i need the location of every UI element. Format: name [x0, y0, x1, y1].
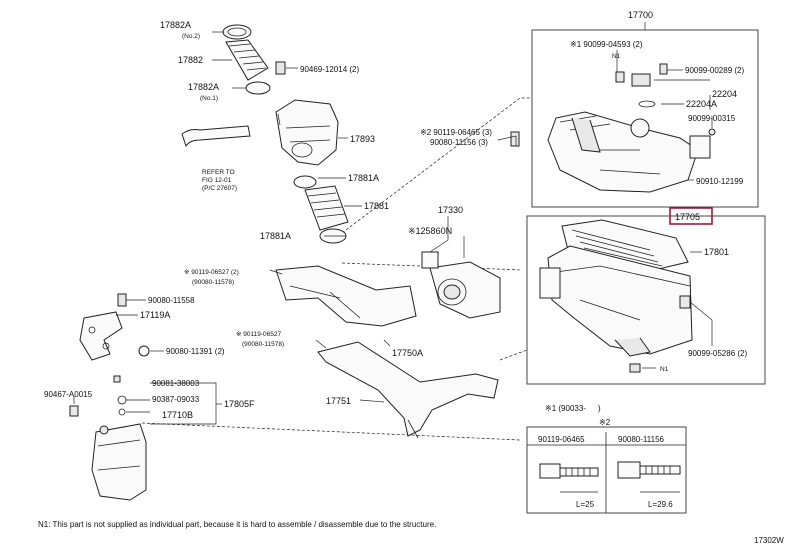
- bolt-90469: [275, 61, 286, 75]
- bolt-90467: [69, 405, 79, 417]
- label-17893: 17893: [350, 134, 375, 144]
- leader-lines: [73, 31, 713, 413]
- screw-90099-04593: [615, 71, 625, 83]
- label-90119-06465: ※2 90119-06465 (3): [420, 128, 492, 137]
- bolt-90080-11558: [117, 293, 127, 307]
- clip-90099-00315: [708, 128, 716, 136]
- label-90099-00315: 90099-00315: [688, 114, 736, 123]
- label-90099-04593: ※1 90099-04593 (2): [570, 40, 643, 49]
- label-22204: 22204: [712, 89, 737, 99]
- meter-22204: [631, 73, 651, 87]
- nut-90080-11391: [138, 345, 150, 357]
- hose-17882: [225, 39, 269, 81]
- screw-90099-05286: [679, 295, 691, 309]
- clamp-17881A-a: [293, 175, 317, 189]
- inset-len2: L=29.6: [648, 500, 673, 509]
- hose-17751: [317, 341, 499, 437]
- bolt-90119-06465: [510, 131, 520, 147]
- label-17700: 17700: [628, 10, 653, 20]
- label-17710B: 17710B: [162, 410, 193, 420]
- label-17882A-top: 17882A: [160, 20, 191, 30]
- label-90119-06527-a: ※ 90119-06527 (2): [184, 269, 239, 276]
- label-90469: 90469-12014 (2): [300, 65, 359, 74]
- sensor-22204: [630, 118, 650, 138]
- label-90080-11578-b: (90080-11578): [242, 341, 284, 348]
- label-90099-00289: 90099-00289 (2): [685, 66, 744, 75]
- label-90081: 90081-38003: [152, 379, 200, 388]
- highlight-17705: [669, 207, 713, 225]
- case-17700: [547, 245, 693, 355]
- label-17801: 17801: [704, 247, 729, 257]
- label-90910: 90910-12199: [696, 177, 744, 186]
- inset-bolt-90080-11156: [617, 461, 681, 493]
- throttle-17330: [429, 261, 501, 319]
- label-17882A-bottom: 17882A: [188, 82, 219, 92]
- label-17881A-b: 17881A: [260, 231, 291, 241]
- inset-title: ※1 (90033-: [545, 404, 586, 413]
- bush-90387: [118, 408, 126, 416]
- valve-90910: [689, 135, 711, 159]
- label-90080-11391: 90080-11391 (2): [166, 347, 225, 356]
- label-17750A: 17750A: [392, 348, 423, 358]
- clamp-17882A-top: [222, 24, 252, 40]
- label-17882A-bottom-note: (No.1): [200, 95, 218, 102]
- label-n1-bottom: N1: [660, 366, 669, 373]
- clamp-17882A-bottom: [245, 81, 271, 95]
- label-17881A-a: 17881A: [348, 173, 379, 183]
- hose-17881: [304, 185, 349, 231]
- label-refer-2: FIG 12-01: [202, 177, 232, 184]
- label-22204A: 22204A: [686, 99, 717, 109]
- bracket-17119A: [79, 311, 123, 361]
- label-90099-05286: 90099-05286 (2): [688, 349, 747, 358]
- label-90080-11156: 90080-11156 (3): [430, 138, 488, 147]
- inset-frame: [526, 426, 687, 514]
- label-n1-top: N1: [612, 53, 621, 60]
- figure-code: 17302W: [754, 536, 784, 545]
- grommet-90081: [117, 395, 127, 405]
- sensor-125860N: [421, 251, 439, 269]
- label-17805F: 17805F: [224, 399, 255, 409]
- label-17705[interactable]: 17705: [675, 212, 700, 222]
- cleaner-cap-upper: [547, 111, 699, 193]
- label-refer-1: REFER TO: [202, 169, 235, 176]
- label-refer-3: (P/C 27607): [202, 185, 237, 192]
- label-90119-06527-b: ※ 90119-06527: [236, 331, 281, 338]
- screw-90099-00289: [659, 63, 668, 75]
- inset-bolt-90119-06465: [539, 463, 599, 493]
- label-17882A-top-note: (No.2): [182, 33, 200, 40]
- label-90387: 90387-09033: [152, 395, 200, 404]
- resonator-17893: [275, 99, 339, 166]
- footnote: N1: This part is not supplied as individ…: [38, 520, 436, 529]
- label-17330: 17330: [438, 205, 463, 215]
- grommet-n1: [629, 363, 641, 373]
- label-17119A: 17119A: [140, 310, 170, 320]
- inset-title-end: ): [598, 404, 601, 413]
- air-cleaner-frame: [526, 215, 766, 385]
- label-17882: 17882: [178, 55, 203, 65]
- inset-mark: ※2: [599, 418, 611, 427]
- label-125860N: ※125860N: [408, 226, 452, 236]
- label-17751: 17751: [326, 396, 351, 406]
- resonator-17805F: [91, 423, 147, 501]
- gasket-22204A: [638, 100, 656, 108]
- inset-col1: 90119-06465: [538, 435, 585, 444]
- hose-refer: [181, 125, 251, 148]
- inset-len1: L=25: [576, 500, 595, 509]
- label-90080-11558: 90080-11558: [148, 296, 195, 305]
- label-90467: 90467-A0015: [44, 390, 93, 399]
- inset-col2: 90080-11156: [618, 435, 665, 444]
- label-17881: 17881: [364, 201, 389, 211]
- duct-17750A: [275, 265, 417, 327]
- label-90080-11578-a: (90080-11578): [192, 279, 234, 286]
- inlet-duct: [539, 267, 561, 299]
